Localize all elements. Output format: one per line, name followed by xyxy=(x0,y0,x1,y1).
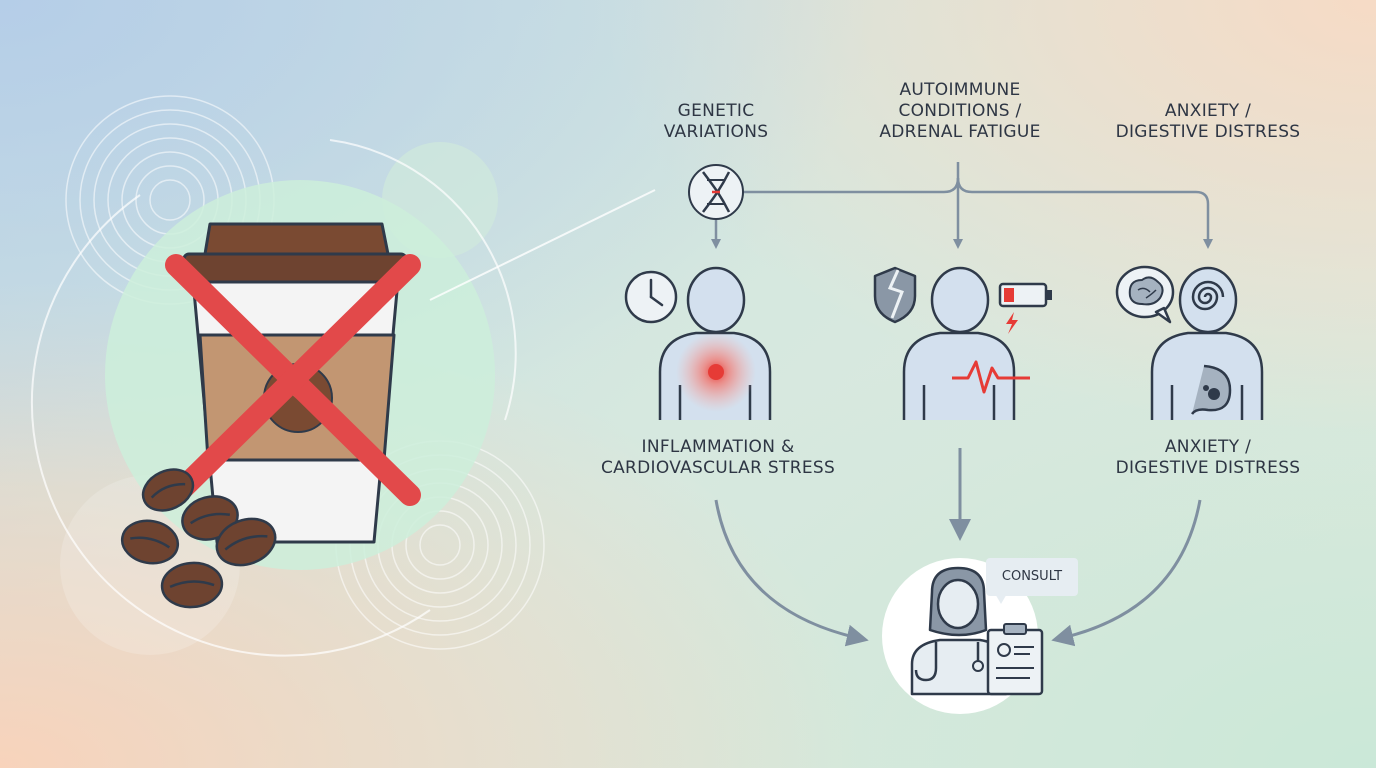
low-battery-icon xyxy=(998,282,1052,334)
person-autoimmune-figure xyxy=(902,266,1030,420)
consult-bubble-tail xyxy=(994,592,1008,604)
bottom-flow-arrows xyxy=(714,448,1202,647)
consult-speech-bubble: CONSULT xyxy=(986,558,1078,596)
clock-icon xyxy=(624,270,678,324)
label-autoimmune-adrenal: AUTOIMMUNE CONDITIONS / ADRENAL FATIGUE xyxy=(879,80,1041,142)
label-genetic-variations: GENETIC VARIATIONS xyxy=(663,101,769,142)
stomach-icon xyxy=(1190,364,1232,415)
label-anxiety-digestive-bottom: ANXIETY / DIGESTIVE DISTRESS xyxy=(1115,437,1301,478)
label-anxiety-digestive-top: ANXIETY / DIGESTIVE DISTRESS xyxy=(1115,101,1301,142)
dna-icon xyxy=(688,164,744,220)
label-inflammation-cardiovascular: INFLAMMATION & CARDIOVASCULAR STRESS xyxy=(600,437,836,478)
broken-shield-icon xyxy=(873,266,917,324)
top-connectors xyxy=(711,162,1213,249)
no-coffee-icon xyxy=(165,222,421,544)
brain-speech-icon xyxy=(1115,265,1175,324)
coffee-beans-icon xyxy=(120,468,277,609)
clipboard-icon xyxy=(986,623,1044,696)
spiral-icon xyxy=(1191,280,1225,311)
person-inflammation-figure xyxy=(658,266,772,420)
